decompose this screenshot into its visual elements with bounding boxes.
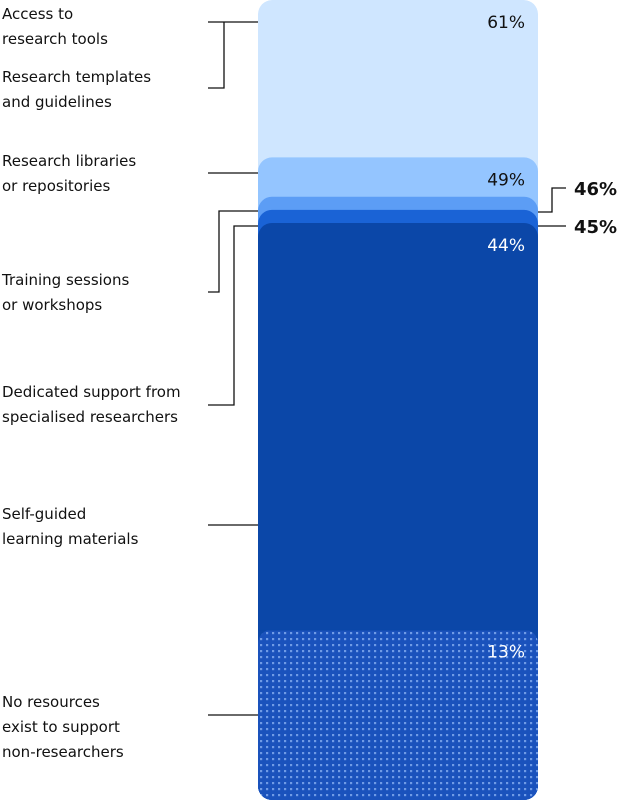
category-label: No resources (2, 693, 100, 711)
category-label: learning materials (2, 530, 139, 548)
category-label: Access to (2, 5, 73, 23)
leader-line (208, 210, 258, 293)
category-label: and guidelines (2, 93, 112, 111)
value-label: 13% (487, 643, 525, 663)
value-label-outside: 45% (574, 217, 617, 238)
category-label: exist to support (2, 718, 120, 736)
category-label: non-researchers (2, 743, 124, 761)
value-label: 61% (487, 13, 525, 33)
category-label: Research libraries (2, 152, 136, 170)
pattern-edge (258, 629, 538, 631)
category-label: Dedicated support from (2, 383, 181, 401)
value-label: 44% (487, 236, 525, 256)
value-label-outside: 46% (574, 179, 617, 200)
bar-segment (258, 629, 538, 800)
category-label: research tools (2, 30, 108, 48)
value-label: 49% (487, 170, 525, 190)
category-label: or workshops (2, 296, 102, 314)
category-label: or repositories (2, 177, 110, 195)
leader-line (208, 21, 258, 89)
leader-line (538, 187, 566, 213)
category-label: Self-guided (2, 505, 86, 523)
category-label: Research templates (2, 68, 151, 86)
category-label: specialised researchers (2, 408, 178, 426)
category-label: Training sessions (1, 271, 129, 289)
leader-line (208, 225, 258, 406)
